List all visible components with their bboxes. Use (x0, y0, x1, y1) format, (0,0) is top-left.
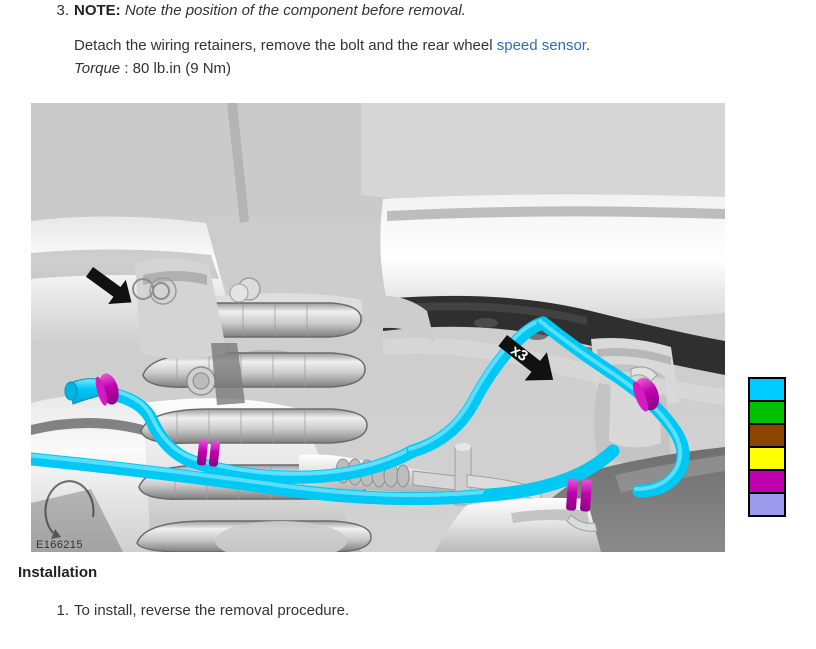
step-body: Detach the wiring retainers, remove the … (74, 34, 774, 80)
torque-label: Torque (74, 60, 121, 77)
installation-heading: Installation (18, 564, 98, 581)
legend-swatch-magenta (748, 469, 786, 494)
torque-line: Torque : 80 lb.in (9 Nm) (74, 57, 774, 80)
svg-text:x3: x3 (508, 342, 531, 365)
installation-step-1: 1. To install, reverse the removal proced… (47, 600, 349, 622)
arrow-left (85, 267, 132, 304)
step-note-line: 3. NOTE: Note the position of the compone… (47, 0, 747, 22)
legend-swatch-brown (748, 423, 786, 448)
step-body-text-pre: Detach the wiring retainers, remove the … (74, 37, 497, 54)
figure-id-label: E166215 (36, 539, 83, 551)
color-legend (748, 377, 788, 517)
installation-step-number: 1. (56, 602, 69, 619)
arrow-x3: x3 (498, 335, 554, 381)
technical-illustration: x3 (31, 103, 725, 552)
step-body-text-post: . (585, 37, 591, 54)
legend-swatch-green (748, 400, 786, 425)
retainer-highlights (95, 373, 660, 512)
speed-sensor-link[interactable]: speed sensor (496, 37, 586, 54)
torque-value: 80 lb.in (9 Nm) (132, 60, 232, 77)
wiring-harness-highlight (31, 316, 690, 506)
step-number: 3. (56, 2, 69, 19)
installation-step-text: To install, reverse the removal procedur… (74, 602, 350, 619)
legend-swatch-yellow (748, 446, 786, 471)
torque-separator: : (120, 60, 133, 77)
note-text: Note the position of the component befor… (124, 2, 466, 19)
step-body-line-1: Detach the wiring retainers, remove the … (74, 34, 774, 57)
legend-swatch-cyan (748, 377, 786, 402)
note-label: NOTE: (74, 2, 121, 19)
legend-swatch-light-purple (748, 492, 786, 517)
